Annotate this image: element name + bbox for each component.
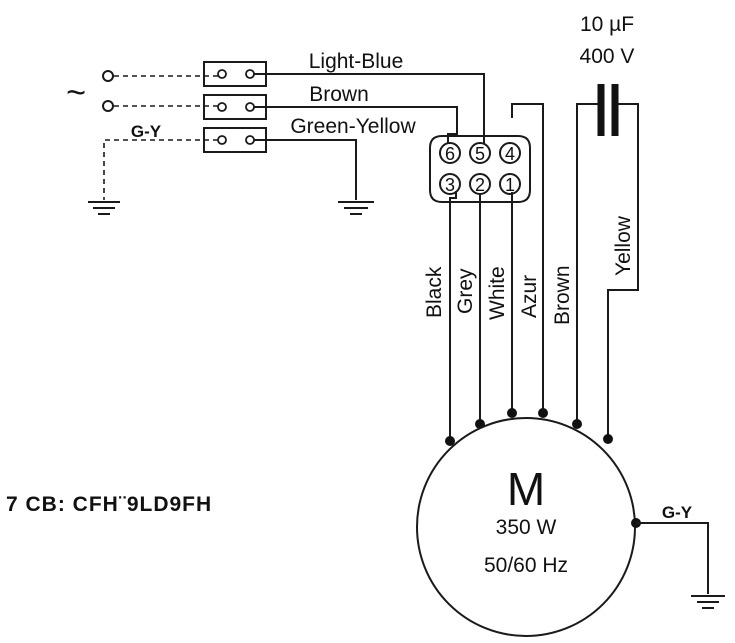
motor-earth-label: G-Y [662, 503, 693, 522]
lead-label-azur: Azur [518, 275, 541, 318]
lead-label-black: Black [423, 266, 446, 318]
pin-5: 5 [475, 144, 485, 164]
supply-earth-label: G-Y [131, 122, 162, 141]
capacitor-capacitance: 10 µF [580, 13, 634, 36]
supply-ground-icon [88, 201, 120, 215]
block-ground-icon [338, 201, 374, 215]
capacitor-voltage: 400 V [580, 45, 635, 68]
pin-3: 3 [445, 175, 455, 195]
connector: 6 5 4 3 2 1 [429, 135, 531, 203]
wire-label-brown: Brown [309, 83, 369, 106]
lead-label-yellow: Yellow [612, 215, 635, 276]
wire-label-green-yellow: Green-Yellow [290, 115, 416, 138]
pin-1: 1 [505, 175, 515, 195]
motor-symbol: M [507, 463, 545, 515]
block-to-connector-wires [254, 73, 485, 200]
motor-frequency: 50/60 Hz [484, 554, 568, 577]
supply-input: ~ G-Y [66, 70, 218, 200]
motor: M 350 W 50/60 Hz [416, 417, 636, 637]
motor-power: 350 W [496, 516, 557, 539]
capacitor-icon [597, 84, 619, 136]
motor-ground-icon [691, 595, 725, 609]
pin-4: 4 [505, 144, 515, 164]
lead-label-brown: Brown [551, 265, 574, 325]
lead-label-grey: Grey [454, 268, 477, 314]
wire-label-light-blue: Light-Blue [309, 50, 404, 73]
lead-junction-dots [445, 408, 613, 446]
terminal-block [203, 61, 267, 153]
lead-label-white: White [486, 266, 509, 320]
motor-earth: G-Y [631, 503, 709, 594]
pin-2: 2 [475, 175, 485, 195]
motor-lead-wires [449, 103, 639, 440]
ac-symbol: ~ [66, 74, 86, 112]
diagram-caption: 7 CB: CFH¨9LD9FH [6, 493, 212, 516]
pin-6: 6 [445, 144, 455, 164]
